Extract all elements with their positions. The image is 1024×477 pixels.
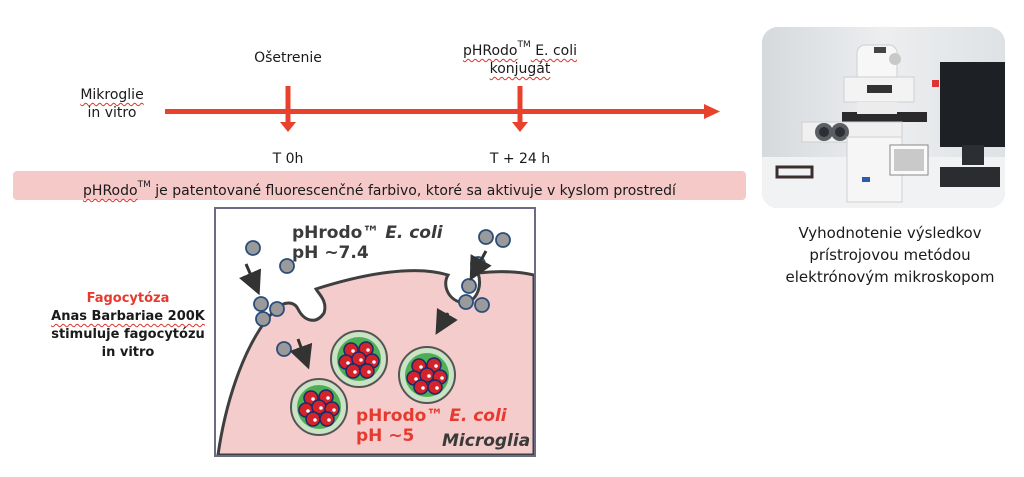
caption-line3: elektrónovým mikroskopom	[785, 268, 995, 286]
highlight	[326, 396, 330, 400]
phagocytosis-line3: in vitro	[101, 345, 155, 360]
event1-time: T 0h	[272, 151, 304, 167]
timeline-group	[165, 86, 720, 132]
highlight	[440, 376, 444, 380]
event1-arrow-icon	[280, 122, 296, 132]
banner-tm: TM	[137, 180, 151, 190]
monitor	[940, 62, 1005, 147]
event2-brand: pHRodo	[462, 43, 518, 59]
phagocytosis-label: Fagocytóza Anas Barbariae 200K stimuluje…	[38, 290, 218, 362]
caption-line1: Vyhodnotenie výsledkov	[798, 224, 982, 242]
fluorescent-bacterium	[359, 363, 375, 379]
highlight	[421, 386, 425, 390]
bacterium	[478, 229, 494, 245]
event2-label: pHRodoTM E. coli konjugát	[420, 36, 620, 78]
fluorescent-bacterium	[305, 411, 321, 427]
event1-label: Ošetrenie	[254, 50, 322, 66]
neutral-ecoli: E. coli	[385, 223, 443, 243]
bacterium	[461, 278, 477, 294]
acid-ph-label: pHrodo™ E. coli pH ~5	[356, 406, 507, 446]
phagocytosis-diagram: pHrodo™ E. coli pH ~7.4 pHrodo™ E. coli …	[214, 207, 536, 457]
timeline-arrowhead-icon	[704, 104, 720, 119]
event2-ecoli: E. coli	[530, 43, 578, 59]
timeline-arrows	[165, 86, 720, 132]
event2-label-line2: konjugát	[489, 61, 551, 77]
microscope-illustration	[762, 27, 1005, 208]
bacterium	[255, 311, 271, 327]
phagosomes	[290, 330, 456, 436]
fluorescent-bacterium	[413, 379, 429, 395]
event2-tm: TM	[517, 40, 531, 50]
highlight	[367, 370, 371, 374]
banner-brand: pHRodo	[83, 183, 138, 199]
highlight	[435, 386, 439, 390]
highlight	[306, 409, 310, 413]
highlight	[353, 370, 357, 374]
bacterium	[253, 296, 269, 312]
event2-arrow-icon	[512, 122, 528, 132]
acid-ph: pH ~5	[356, 426, 415, 446]
highlight	[419, 365, 423, 369]
acid-ecoli: E. coli	[449, 406, 507, 426]
event2-label-line1: pHRodoTM E. coli	[420, 36, 620, 60]
phagocytosis-title: Fagocytóza	[86, 291, 170, 306]
stage	[842, 112, 927, 122]
highlight	[372, 360, 376, 364]
info-banner: pHRodoTM je patentované fluorescenčné fa…	[13, 171, 746, 200]
arrow-icon	[469, 250, 492, 281]
phagocytosis-line1: Anas Barbariae 200K	[51, 309, 205, 324]
highlight	[414, 377, 418, 381]
start-label-line2: in vitro	[87, 105, 137, 121]
diagram-canvas	[216, 229, 534, 455]
microglia-label: Microglia	[442, 431, 531, 451]
arrow-icon	[289, 338, 313, 370]
start-label: Mikroglie in vitro	[62, 86, 162, 122]
event1-marker	[285, 86, 291, 124]
bacterium	[276, 341, 292, 357]
bacterium	[495, 232, 511, 248]
bacterium	[245, 240, 261, 256]
event2-marker	[517, 86, 523, 124]
highlight	[346, 361, 350, 365]
caption-line2: prístrojovou metódou	[809, 246, 971, 264]
neutral-ph-label: pHrodo™ E. coli pH ~7.4	[292, 223, 443, 263]
start-label-line1: Mikroglie	[80, 87, 144, 103]
highlight	[351, 349, 355, 353]
neutral-brand: pHrodo™	[292, 223, 386, 243]
bacterium	[269, 301, 285, 317]
timeline-line	[165, 109, 705, 114]
phagocytosis-line2: stimuluje fagocytózu	[51, 327, 205, 342]
event2-time: T + 24 h	[489, 151, 551, 167]
bacterium	[279, 258, 295, 274]
highlight	[359, 358, 363, 362]
bacterium	[458, 294, 474, 310]
arrow-icon	[239, 263, 262, 296]
neutral-ph: pH ~7.4	[292, 243, 369, 263]
microscope-caption: Vyhodnotenie výsledkov prístrojovou metó…	[745, 222, 1024, 288]
fluorescent-bacterium	[427, 379, 443, 395]
highlight	[319, 406, 323, 410]
highlight	[427, 374, 431, 378]
highlight	[434, 364, 438, 368]
highlight	[366, 348, 370, 352]
highlight	[311, 397, 315, 401]
fluorescent-bacterium	[345, 363, 361, 379]
highlight	[327, 418, 331, 422]
highlight	[332, 408, 336, 412]
banner-text: je patentované fluorescenčné farbivo, kt…	[150, 183, 676, 199]
highlight	[313, 418, 317, 422]
keyboard	[940, 167, 1000, 187]
fluorescent-bacterium	[319, 411, 335, 427]
microscope-photo	[762, 27, 1005, 208]
acid-brand: pHrodo™	[356, 406, 450, 426]
arrow-icon	[435, 308, 458, 335]
bacterium	[474, 297, 490, 313]
